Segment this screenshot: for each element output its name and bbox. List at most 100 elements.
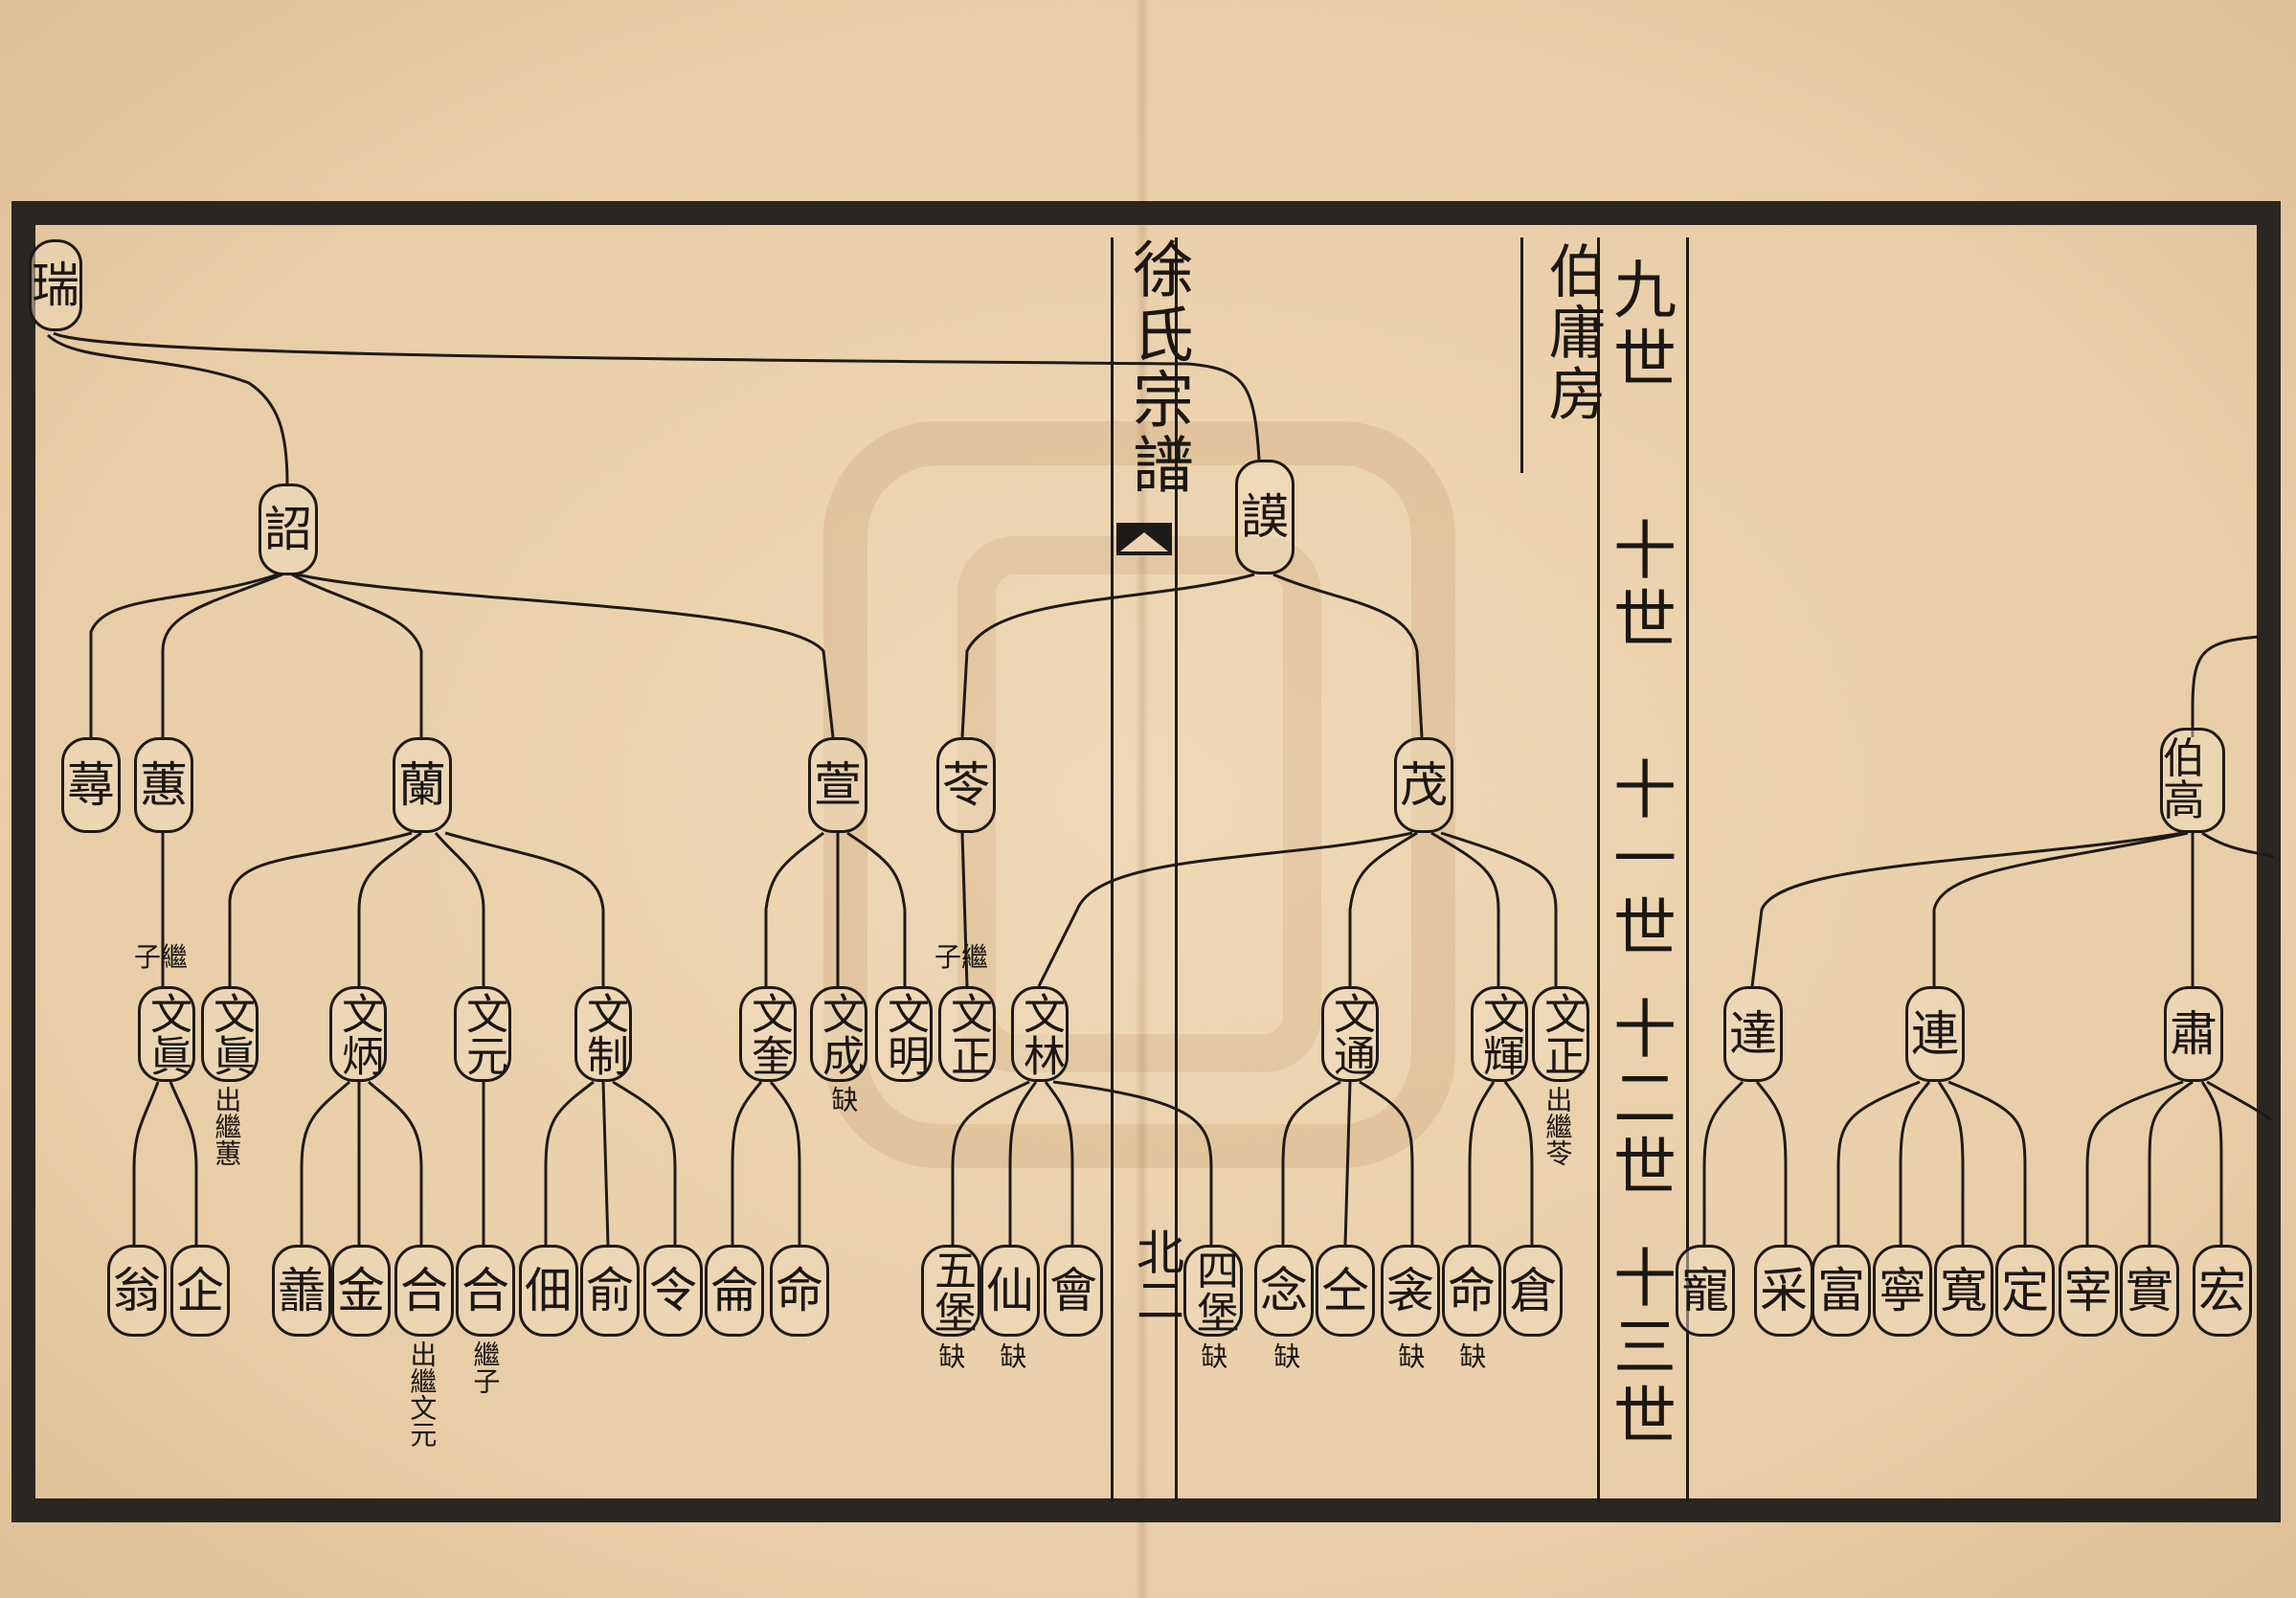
node-lun: 侖 — [705, 1245, 764, 1337]
generation-13: 十三世 — [1603, 1245, 1677, 1452]
note-que-wubao: 缺 — [934, 1342, 967, 1369]
book-title: 徐氏宗譜 — [1122, 237, 1193, 498]
node-zhao: 詔 — [259, 484, 318, 575]
line-mao-wenzheng — [1440, 831, 1558, 986]
node-lin: 苓 — [936, 737, 996, 833]
line-mao-wentong — [1348, 831, 1418, 986]
node-wenyuan: 文元 — [454, 986, 511, 1082]
line-mao-wenhui — [1430, 831, 1500, 986]
line-bogao-up — [2191, 635, 2261, 737]
line-da-cai — [1755, 1081, 1788, 1245]
node-wubao: 五堡 — [921, 1245, 980, 1337]
node-chong: 寵 — [1676, 1245, 1735, 1337]
note-jizi-mid: 子繼 — [934, 941, 989, 973]
node-da: 達 — [1723, 986, 1783, 1082]
page-number: 北二 — [1129, 1227, 1184, 1323]
generation-column — [1597, 237, 1689, 1501]
node-xuan: 萱 — [808, 737, 867, 833]
node-bao: 實 — [2120, 1245, 2179, 1337]
outer-border — [11, 201, 2281, 1522]
node-wenzheng-heir: 文正 — [938, 986, 996, 1082]
line-xuan-wenkui — [764, 831, 824, 986]
node-wenhui: 文輝 — [1471, 986, 1528, 1082]
node-hui2: 會 — [1044, 1245, 1103, 1337]
node-wenkui: 文奎 — [739, 986, 797, 1082]
node-ling: 令 — [643, 1245, 703, 1337]
line-rui-mo — [53, 331, 1261, 461]
line-wb-he — [368, 1080, 423, 1245]
node-sibao: 四堡 — [1183, 1245, 1243, 1337]
node-zun: 蕁 — [61, 737, 121, 833]
line-su-right — [2206, 1080, 2272, 1122]
node-wenzhi: 文制 — [574, 986, 632, 1082]
node-wenzhen-heir: 文眞 — [138, 986, 195, 1082]
note-chuji-lin: 出繼苓 — [1542, 1086, 1574, 1166]
line-wk-ming — [769, 1081, 801, 1245]
inner-border — [33, 222, 2260, 1501]
generation-11: 十一世 — [1603, 756, 1677, 963]
node-ding: 定 — [1995, 1245, 2055, 1337]
node-wenlin: 文林 — [1011, 986, 1069, 1082]
center-spine — [1111, 237, 1178, 1501]
generation-10: 十世 — [1603, 517, 1677, 655]
node-mao: 茂 — [1394, 737, 1453, 833]
node-ming1: 命 — [770, 1245, 829, 1337]
note-que-xian: 缺 — [996, 1342, 1028, 1369]
line-wzhi-yu — [601, 1081, 610, 1246]
line-wt-jin — [1359, 1080, 1414, 1245]
line-wt-quan — [1343, 1081, 1352, 1246]
line-rui-zhao — [46, 333, 289, 484]
line-lian-kuan — [1937, 1081, 1965, 1245]
node-su: 肅 — [2164, 986, 2223, 1082]
line-wk-lun — [731, 1081, 763, 1245]
node-he1: 合 — [394, 1245, 454, 1337]
line-wzh-qi — [169, 1081, 198, 1245]
line-lan-wenzhen — [228, 831, 413, 986]
line-wl-wubao — [951, 1080, 1030, 1245]
page-fold — [1136, 0, 1149, 1598]
line-zhao-hui — [161, 573, 283, 737]
line-zhao-zun — [89, 573, 279, 737]
line-bogao-right — [2201, 831, 2275, 859]
note-que-wencheng: 缺 — [827, 1086, 860, 1113]
node-wentong: 文通 — [1321, 986, 1379, 1082]
line-lan-wenyuan — [434, 832, 485, 986]
line-wl-sibao — [1052, 1080, 1213, 1245]
note-chuji-hui: 出繼蕙 — [211, 1086, 243, 1166]
line-lian-ding — [1947, 1080, 2027, 1245]
node-wenzheng: 文正 — [1532, 986, 1589, 1082]
node-xian: 仙 — [980, 1245, 1040, 1337]
node-cang: 倉 — [1503, 1245, 1563, 1337]
line-mao-wenlin — [1037, 831, 1413, 987]
line-xuan-wenming — [846, 831, 907, 986]
node-yu: 俞 — [580, 1245, 640, 1337]
node-he2: 合 — [456, 1245, 515, 1337]
note-que-sibao: 缺 — [1197, 1342, 1229, 1369]
line-zhao-xuan — [296, 573, 835, 738]
line-lian-ning — [1899, 1081, 1931, 1245]
node-quan: 仝 — [1316, 1245, 1375, 1337]
node-lian: 連 — [1905, 986, 1965, 1082]
node-lan: 蘭 — [393, 737, 452, 833]
line-su-bao — [2148, 1080, 2194, 1245]
node-wenbing: 文炳 — [329, 986, 387, 1082]
branch-label: 伯庸房 — [1539, 241, 1606, 425]
line-wl-hui — [1044, 1081, 1074, 1245]
node-weng: 翁 — [107, 1245, 167, 1337]
generation-12: 十二世 — [1603, 996, 1677, 1203]
node-ming2: 命 — [1442, 1245, 1501, 1337]
node-jin2: 衾 — [1381, 1245, 1440, 1337]
node-hong: 宏 — [2193, 1245, 2252, 1337]
line-mo-lin — [960, 573, 1255, 738]
node-qi: 企 — [170, 1245, 230, 1337]
line-lan-wenbing — [357, 831, 422, 986]
node-kuan: 寬 — [1934, 1245, 1993, 1337]
node-wencheng: 文成 — [810, 986, 867, 1082]
line-wt-nian — [1281, 1080, 1341, 1245]
node-shan: 譱 — [272, 1245, 331, 1337]
node-zai: 宰 — [2059, 1245, 2118, 1337]
node-bo-gao: 伯高 — [2160, 728, 2225, 833]
fishtail-mark-icon — [1116, 523, 1172, 555]
